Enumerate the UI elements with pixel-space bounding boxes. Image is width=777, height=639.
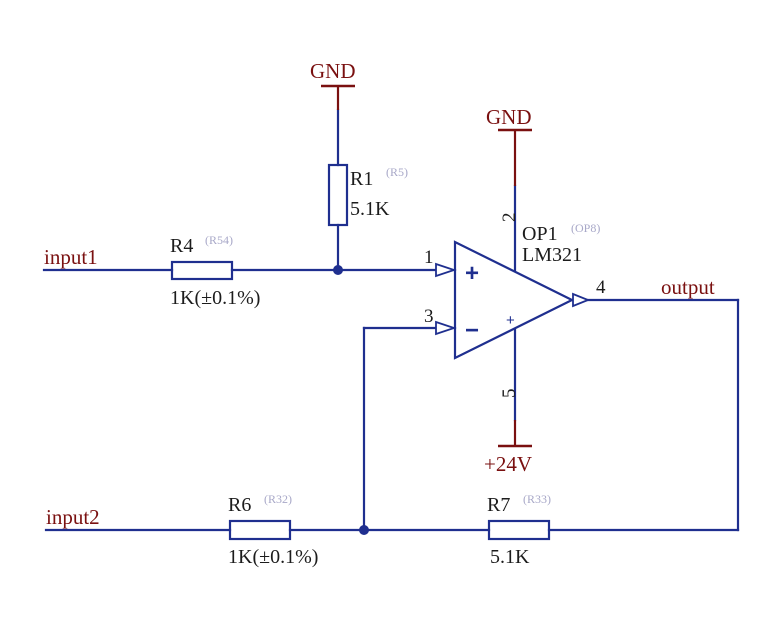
net-input1: input1 bbox=[42, 245, 457, 278]
r6-alt-ref: (R32) bbox=[264, 492, 292, 506]
vcc-label: +24V bbox=[484, 452, 532, 476]
pin2-label: 2 bbox=[499, 213, 520, 223]
junction-input2 bbox=[359, 525, 369, 535]
op1-pin2-gnd: GND 2 bbox=[486, 105, 532, 272]
r4-alt-ref: (R54) bbox=[205, 233, 233, 247]
pin3-label: 3 bbox=[424, 306, 434, 327]
net-output: output bbox=[547, 275, 740, 532]
net-inverting-input bbox=[362, 320, 457, 532]
op1-alt-ref: (OP8) bbox=[571, 221, 600, 235]
plus-sign: + bbox=[465, 260, 479, 287]
r7-alt-ref: (R33) bbox=[523, 492, 551, 506]
r6-ref: R6 bbox=[228, 494, 251, 516]
resistor-r4[interactable]: R4 (R54) 1K(±0.1%) bbox=[170, 233, 260, 309]
opamp-op1[interactable]: + − + OP1 (OP8) LM321 bbox=[453, 221, 600, 360]
net-input2: input2 bbox=[44, 505, 491, 532]
r1-alt-ref: (R5) bbox=[386, 165, 408, 179]
r4-value: 1K(±0.1%) bbox=[170, 287, 260, 309]
r6-value: 1K(±0.1%) bbox=[228, 546, 318, 568]
resistor-r7[interactable]: R7 (R33) 5.1K bbox=[487, 492, 551, 568]
pin3-arrow bbox=[435, 320, 457, 336]
minus-sign: − bbox=[465, 317, 479, 344]
op1-ref: OP1 bbox=[522, 223, 558, 245]
pin1-arrow bbox=[435, 262, 457, 278]
op1-value: LM321 bbox=[522, 244, 582, 266]
pin4-label: 4 bbox=[596, 277, 606, 298]
gnd-symbol-r1: GND bbox=[310, 59, 356, 110]
gnd-label-r1: GND bbox=[310, 59, 356, 83]
op1-pin5-vcc: +24V 5 bbox=[484, 328, 532, 476]
resistor-r1[interactable]: R1 (R5) 5.1K bbox=[327, 108, 408, 272]
pin5-label: 5 bbox=[499, 389, 520, 399]
gnd-label-op1: GND bbox=[486, 105, 532, 129]
net-label-input1: input1 bbox=[44, 245, 98, 269]
pin1-label: 1 bbox=[424, 247, 434, 268]
pin4-output-arrow bbox=[572, 292, 591, 308]
r4-ref: R4 bbox=[170, 235, 193, 257]
r7-value: 5.1K bbox=[490, 546, 530, 568]
r1-value: 5.1K bbox=[350, 198, 390, 220]
resistor-r6[interactable]: R6 (R32) 1K(±0.1%) bbox=[228, 492, 318, 568]
r7-ref: R7 bbox=[487, 494, 510, 516]
r1-ref: R1 bbox=[350, 168, 373, 190]
net-label-output: output bbox=[661, 275, 715, 299]
net-label-input2: input2 bbox=[46, 505, 100, 529]
supply-plus-sign: + bbox=[506, 312, 515, 329]
